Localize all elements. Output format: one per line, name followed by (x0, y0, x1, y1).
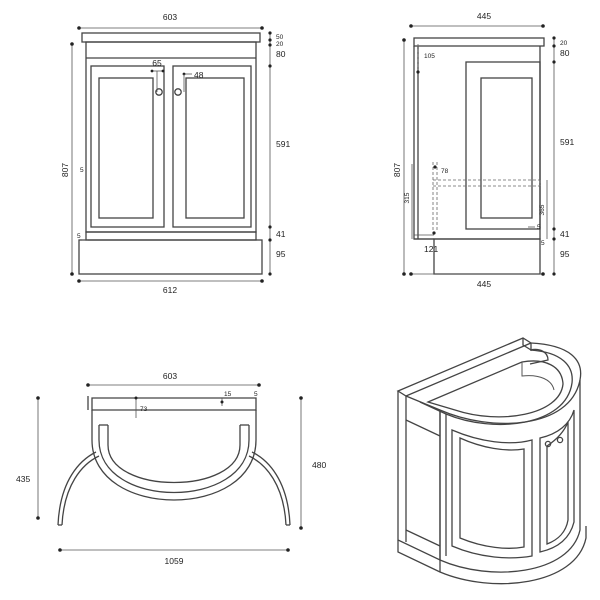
side-dim-591: 591 (560, 137, 574, 147)
front-dim-80: 80 (276, 49, 286, 59)
side-height-label: 807 (392, 163, 402, 177)
side-view: 445 807 315 105 78 365 (392, 11, 574, 289)
side-width-top-label: 445 (477, 11, 491, 21)
isometric-view (396, 337, 587, 585)
side-dim-365: 365 (539, 204, 546, 215)
front-dim-41: 41 (276, 229, 286, 239)
side-dim-78: 78 (441, 168, 449, 175)
side-dim-95: 95 (560, 249, 570, 259)
front-dim-591: 591 (276, 139, 290, 149)
front-dim-20: 20 (276, 41, 284, 48)
side-dim-5-a: 5 (537, 224, 541, 231)
plan-dim-435: 435 (16, 474, 30, 484)
plan-door-swing-width: 1059 (165, 556, 184, 566)
plan-dim-15: 15 (224, 391, 232, 398)
front-dim-5-bottom: 5 (77, 233, 81, 240)
side-dim-315: 315 (404, 192, 411, 203)
plan-dim-480: 480 (312, 460, 326, 470)
side-dim-41: 41 (560, 229, 570, 239)
front-width-base-label: 612 (163, 285, 177, 295)
front-dim-95: 95 (276, 249, 286, 259)
front-view: 603 807 5 5 65 48 (60, 12, 290, 295)
plan-width-top-label: 603 (163, 371, 177, 381)
front-dim-65: 65 (152, 58, 162, 68)
plan-view: 603 73 15 5 435 480 (16, 371, 326, 566)
front-width-top-label: 603 (163, 12, 177, 22)
side-dim-80: 80 (560, 48, 570, 58)
front-dim-48: 48 (194, 70, 204, 80)
plan-dim-5: 5 (254, 391, 258, 398)
side-dim-121: 121 (424, 244, 438, 254)
front-height-label: 807 (60, 163, 70, 177)
side-dim-5-b: 5 (541, 240, 545, 247)
side-width-base-label: 445 (477, 279, 491, 289)
side-dim-20: 20 (560, 40, 568, 47)
front-dim-50: 50 (276, 34, 284, 41)
side-dim-105: 105 (424, 53, 435, 60)
front-dim-5-left: 5 (80, 167, 84, 174)
plan-dim-73: 73 (140, 406, 148, 413)
